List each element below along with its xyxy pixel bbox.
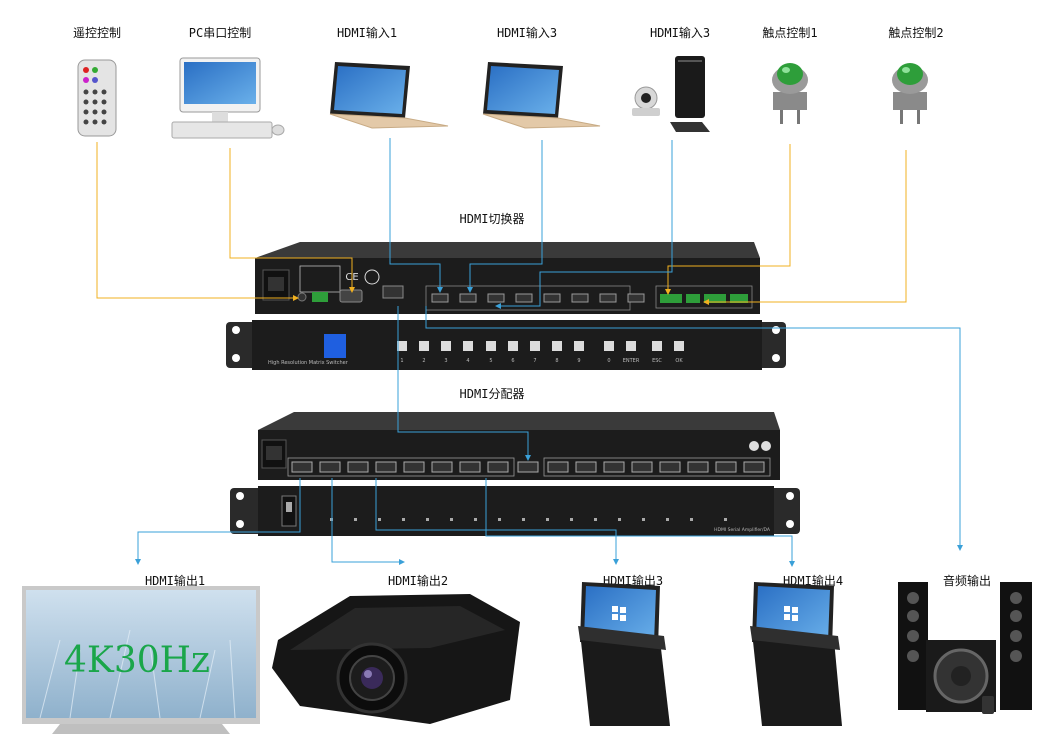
label-remote-control: 遥控控制 — [72, 26, 122, 40]
switcher-button-label-ok: OK — [675, 358, 683, 364]
pc-device — [171, 57, 285, 139]
switcher-button-label-0: 0 — [607, 358, 610, 364]
label-contact-control-1: 触点控制1 — [762, 26, 818, 40]
label-audio-output: 音频输出 — [942, 574, 992, 588]
label-hdmi-input-3b: HDMI输入3 — [649, 26, 711, 40]
switcher-panel-text: High Resolution Matrix Switcher — [268, 360, 349, 366]
lift-monitor-1-device — [578, 582, 670, 726]
control-wires — [96, 142, 907, 305]
laptop-2-device — [482, 62, 601, 129]
label-hdmi-switcher: HDMI切换器 — [459, 212, 525, 226]
hdmi-wires — [135, 138, 963, 567]
contact-button-2-device — [892, 63, 928, 124]
tv-device — [22, 586, 260, 734]
switcher-button-label-7: 7 — [533, 358, 536, 364]
switcher-button-label-5: 5 — [489, 358, 492, 364]
switcher-button-label-1: 1 — [400, 358, 403, 364]
label-pc-serial-control: PC串口控制 — [188, 26, 252, 40]
remote-control-device — [77, 59, 117, 137]
label-hdmi-input-1: HDMI输入1 — [336, 26, 398, 40]
contact-button-1-device — [772, 63, 808, 124]
switcher-button-label-2: 2 — [422, 358, 425, 364]
lift-monitor-2-device — [750, 582, 842, 726]
label-hdmi-splitter: HDMI分配器 — [459, 387, 525, 401]
label-hdmi-output-2: HDMI输出2 — [387, 574, 449, 588]
switcher-button-label-9: 9 — [577, 358, 580, 364]
switcher-button-label-3: 3 — [444, 358, 447, 364]
switcher-button-label-8: 8 — [555, 358, 558, 364]
switcher-button-label-4: 4 — [466, 358, 469, 364]
laptop-1-device — [329, 62, 449, 129]
hdmi-splitter-rear — [258, 412, 780, 480]
video-conference-device — [632, 56, 710, 132]
switcher-button-label-6: 6 — [511, 358, 514, 364]
splitter-panel-text: HDMI Serial Amplifier/DA — [714, 527, 771, 533]
switcher-button-label-esc: ESC — [652, 358, 662, 364]
projector-device — [272, 594, 520, 724]
tv-resolution-text: 4K30Hz — [64, 640, 210, 681]
label-hdmi-input-3a: HDMI输入3 — [496, 26, 558, 40]
hdmi-switcher-rear: CE — [255, 242, 760, 314]
switcher-button-label-enter: ENTER — [623, 358, 640, 364]
speaker-system-device — [898, 582, 1032, 714]
label-contact-control-2: 触点控制2 — [888, 26, 944, 40]
label-hdmi-output-1: HDMI输出1 — [144, 574, 206, 588]
hdmi-splitter-front — [230, 486, 800, 536]
